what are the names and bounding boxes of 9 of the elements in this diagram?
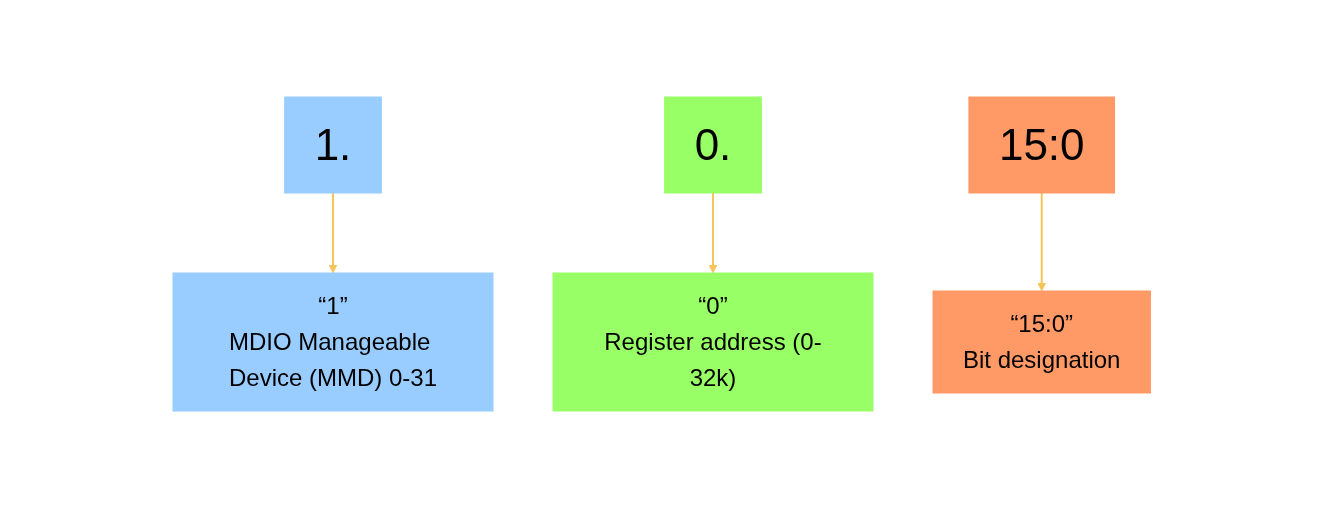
arrow (708, 191, 718, 273)
arrow (1037, 191, 1046, 291)
arrow (328, 191, 338, 273)
node-box: 15:0 (968, 96, 1115, 193)
node-box: 0. (663, 96, 762, 193)
node-box: “15:0” Bit designation (932, 290, 1151, 393)
node-box: 1. (283, 96, 382, 193)
node-box: “1” MDIO Manageable Device (MMD) 0-31 (172, 272, 494, 411)
node-box: “0” Register address (0-32k) (552, 272, 874, 411)
